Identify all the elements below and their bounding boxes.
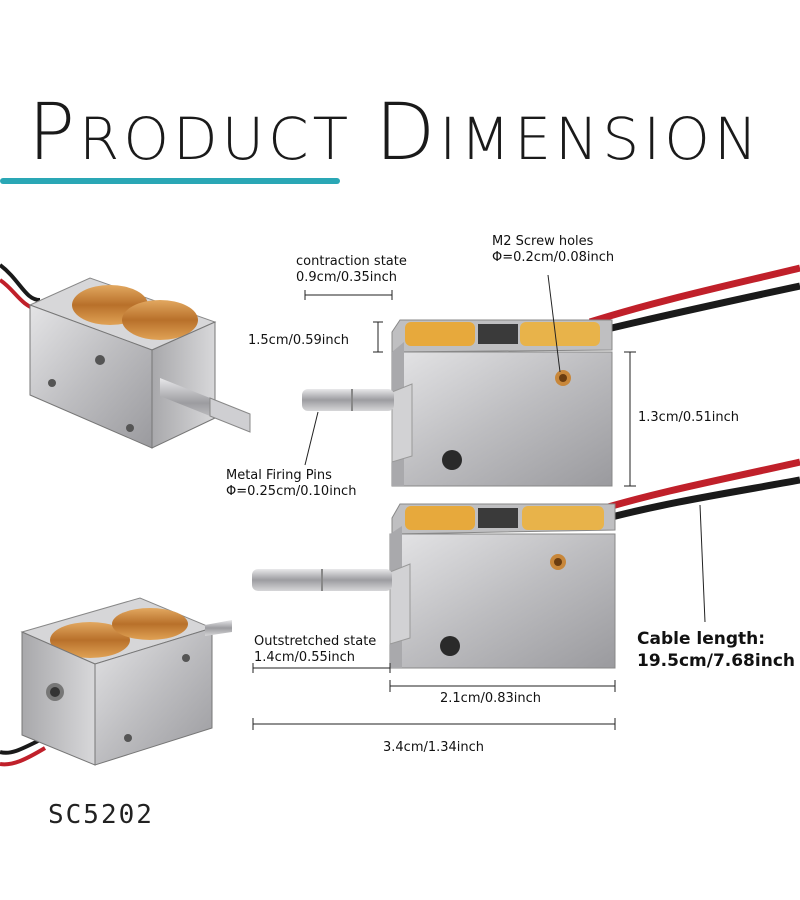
cable-length-label: Cable length: 19.5cm/7.68inch	[637, 629, 795, 671]
total-length-label: 3.4cm/1.34inch	[383, 740, 485, 755]
firing-pin-label: Metal Firing Pins Φ=0.25cm/0.10inch	[226, 468, 357, 499]
screw-hole-label: M2 Screw holes Φ=0.2cm/0.08inch	[492, 234, 615, 265]
outstretched-label: Outstretched state 1.4cm/0.55inch	[254, 634, 377, 665]
contraction-label: contraction state 0.9cm/0.35inch	[296, 254, 407, 285]
height-dimension-label: 1.3cm/0.51inch	[638, 410, 740, 425]
solenoid-outstretched	[252, 458, 800, 669]
dimension-lines	[252, 274, 706, 730]
depth-dimension-label: 1.5cm/0.59inch	[248, 333, 350, 348]
solenoid-contracted	[302, 264, 800, 487]
title-underline	[0, 178, 340, 184]
solenoid-thumbnail-bottom	[0, 597, 232, 767]
body-length-label: 2.1cm/0.83inch	[440, 691, 542, 706]
model-number: SC5202	[48, 800, 154, 830]
page-title: PRODUCT DIMENSION	[28, 88, 762, 178]
solenoid-thumbnail-top	[0, 263, 251, 449]
